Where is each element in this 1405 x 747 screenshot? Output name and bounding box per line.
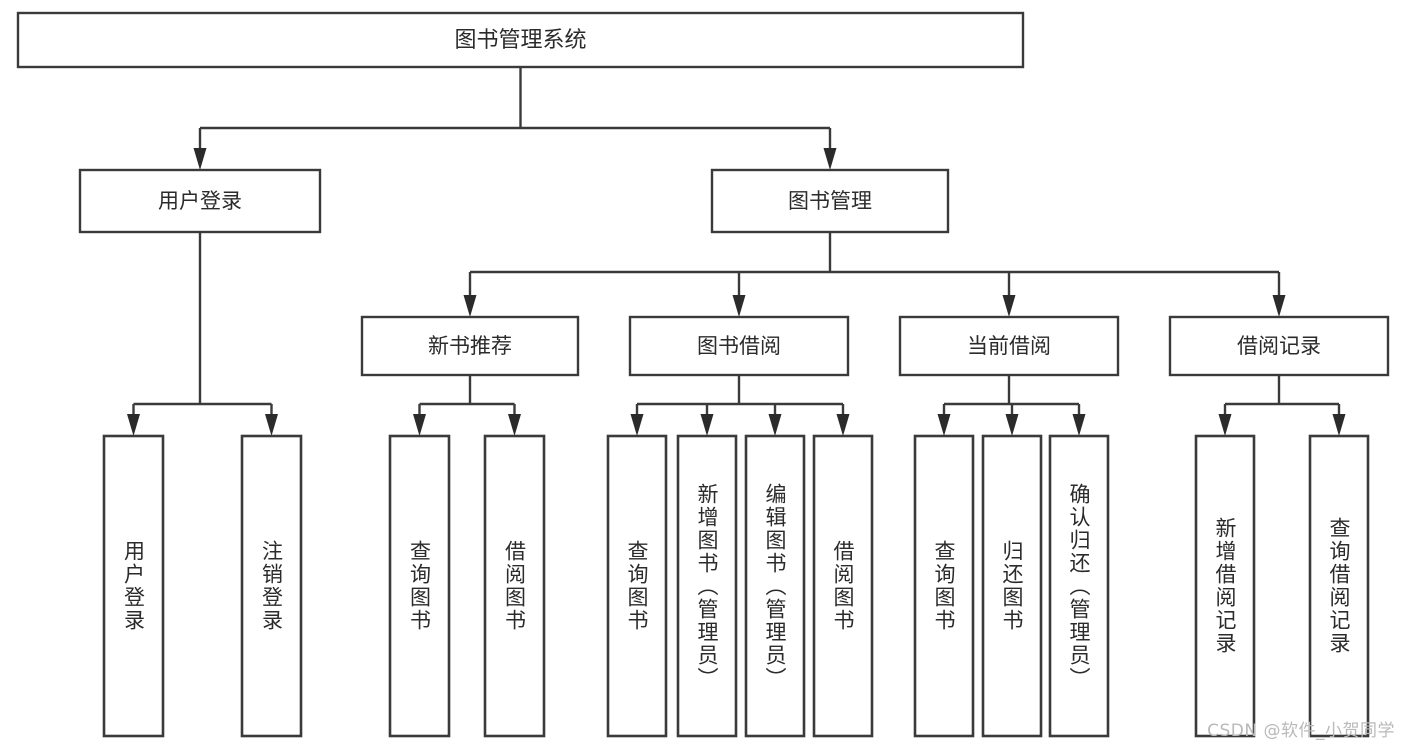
connector-current-borrow-to-leaves [937, 375, 1086, 436]
node-label-root: 图书管理系统 [454, 28, 586, 53]
connectors-layer [127, 67, 1346, 436]
connector-book-manage-to-level3 [463, 232, 1286, 317]
node-label-book-manage: 图书管理 [788, 189, 872, 213]
leaf-node-leaf-user-login[interactable] [102, 434, 165, 738]
leaf-node-leaf-return-book[interactable] [981, 434, 1043, 738]
node-label-book-borrow: 图书借阅 [697, 334, 781, 358]
level3-node-current-borrow[interactable] [898, 315, 1120, 377]
leaf-node-leaf-borrow-book-rec[interactable] [483, 434, 546, 738]
level3-node-book-borrow[interactable] [628, 315, 850, 377]
connector-new-book-recommend-to-leaves [413, 375, 521, 436]
level3-node-borrow-record[interactable] [1168, 315, 1390, 377]
leaf-node-leaf-query-record[interactable] [1308, 434, 1370, 738]
boxes-layer [16, 11, 1390, 738]
watermark-text: CSDN @软件_小贺同学 [1207, 721, 1395, 741]
leaf-node-leaf-edit-book[interactable] [744, 434, 806, 738]
connector-user-login-to-leaves [127, 232, 278, 436]
root-node-root[interactable] [16, 11, 1025, 69]
connector-book-borrow-to-leaves [630, 375, 850, 436]
leaf-node-leaf-query-book-current[interactable] [913, 434, 975, 738]
level3-node-new-book-recommend[interactable] [360, 315, 580, 377]
leaf-node-leaf-confirm-return[interactable] [1048, 434, 1110, 738]
connector-root-to-level2 [193, 67, 837, 170]
node-label-new-book-recommend: 新书推荐 [428, 334, 512, 358]
node-label-user-login: 用户登录 [158, 189, 242, 213]
level2-node-book-manage[interactable] [710, 168, 950, 234]
leaf-node-leaf-add-record[interactable] [1194, 434, 1256, 738]
leaf-node-leaf-borrow-book[interactable] [812, 434, 874, 738]
leaf-node-leaf-logout[interactable] [240, 434, 303, 738]
connector-borrow-record-to-leaves [1218, 375, 1346, 436]
level2-node-user-login[interactable] [78, 168, 322, 234]
leaf-node-leaf-query-book-rec[interactable] [388, 434, 451, 738]
node-label-current-borrow: 当前借阅 [967, 334, 1051, 358]
node-label-borrow-record: 借阅记录 [1237, 334, 1321, 358]
leaf-node-leaf-query-book-borrow[interactable] [606, 434, 668, 738]
leaf-node-leaf-add-book[interactable] [676, 434, 738, 738]
